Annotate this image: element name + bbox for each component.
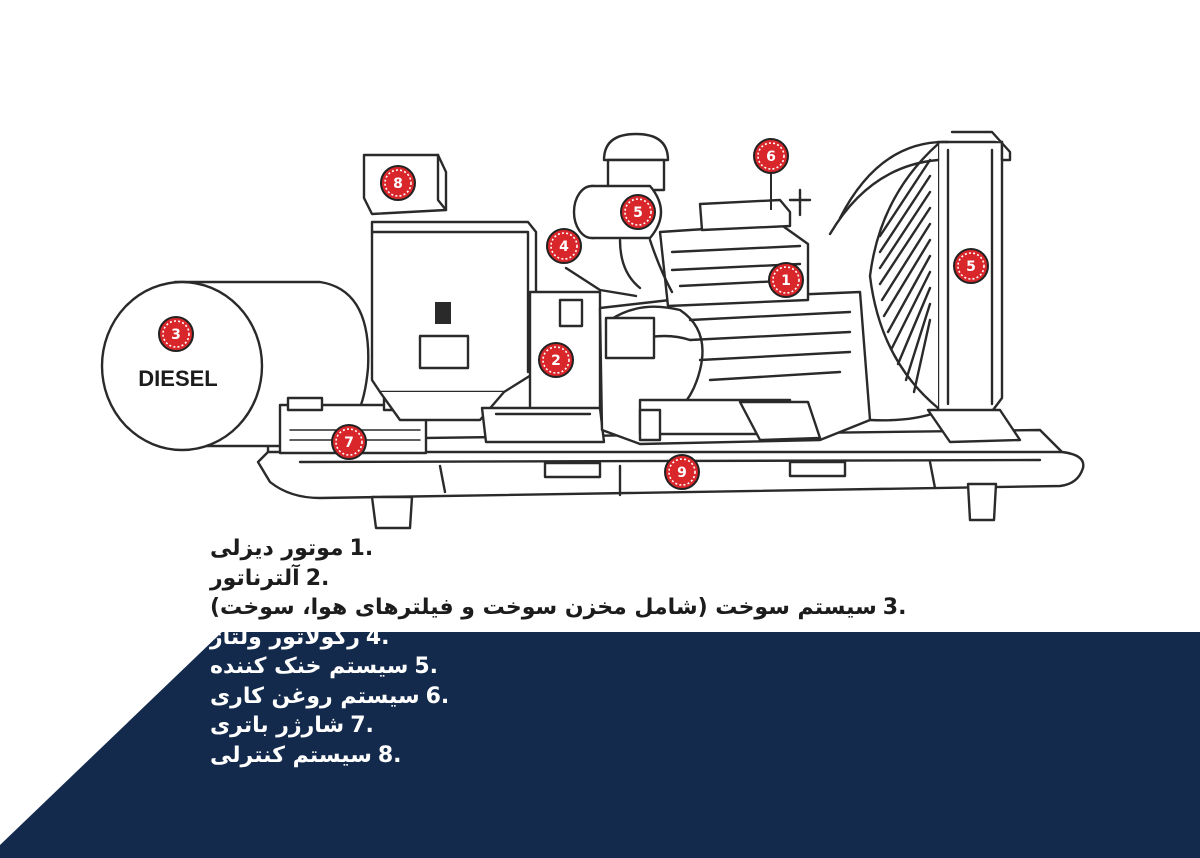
air-intake — [564, 132, 674, 298]
alternator — [370, 220, 606, 444]
legend-item-4: 4.رگولاتور ولتاژ — [210, 624, 390, 650]
diesel-tank: DIESEL — [100, 280, 370, 452]
legend-item-6: 6.سیستم روغن کاری — [210, 683, 450, 709]
marker-9: 9 — [664, 454, 700, 490]
legend-item-1: 1.موتور دیزلی — [210, 536, 374, 561]
diesel-tank-label: DIESEL — [138, 366, 217, 391]
component-legend: 1.موتور دیزلی 2.آلترناتور 3.سیستم سوخت (… — [210, 534, 950, 770]
svg-text:7: 7 — [344, 435, 354, 451]
marker-2: 2 — [538, 342, 574, 378]
marker-4: 4 — [546, 228, 582, 264]
svg-text:2: 2 — [551, 353, 561, 369]
marker-7: 7 — [331, 424, 367, 460]
marker-8: 8 — [380, 165, 416, 201]
legend-item-2: 2.آلترناتور — [210, 565, 330, 591]
svg-text:8: 8 — [393, 176, 403, 192]
marker-1: 1 — [768, 262, 804, 298]
marker-6: 6 — [753, 138, 789, 210]
legend-item-5: 5.سیستم خنک کننده — [210, 654, 439, 679]
marker-5-engine: 5 — [620, 194, 656, 230]
svg-text:4: 4 — [559, 239, 569, 255]
svg-text:9: 9 — [677, 465, 687, 481]
svg-text:5: 5 — [966, 259, 976, 275]
svg-text:3: 3 — [171, 327, 181, 343]
svg-text:5: 5 — [633, 205, 643, 221]
legend-item-7: 7.شارژر باتری — [210, 713, 374, 738]
navy-background-panel — [0, 632, 1200, 858]
marker-3: 3 — [158, 316, 194, 352]
marker-5-radiator: 5 — [953, 248, 989, 284]
svg-text:1: 1 — [781, 273, 791, 289]
legend-item-8: 8.سیستم کنترلی — [210, 742, 402, 768]
legend-item-3: 3.سیستم سوخت (شامل مخزن سوخت و فیلترهای … — [210, 595, 907, 620]
svg-text:6: 6 — [766, 149, 776, 165]
